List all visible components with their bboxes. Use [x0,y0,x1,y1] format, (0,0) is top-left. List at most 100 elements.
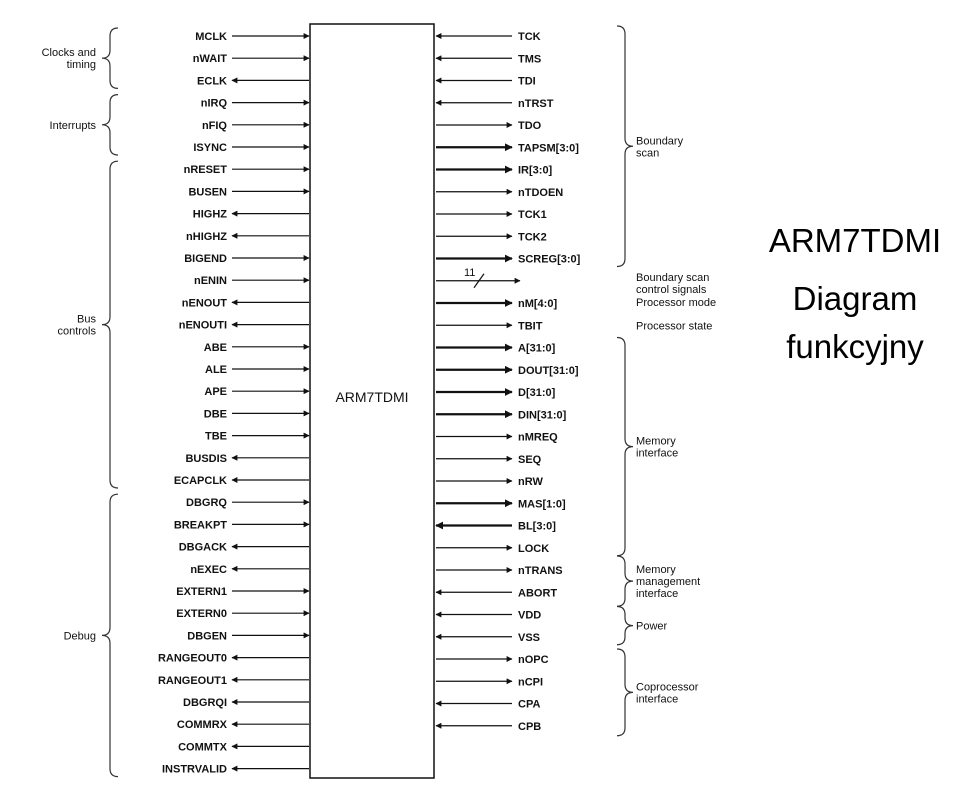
pin-dout-31-0: DOUT[31:0] [518,365,579,377]
pin-eclk: ECLK [197,75,227,87]
pin-nfiq: nFIQ [202,120,227,132]
pin-nwait: nWAIT [193,53,227,65]
pin-tms: TMS [518,53,541,65]
pin-vss: VSS [518,632,540,644]
right-brace-mmu [616,555,634,607]
pin-busen: BUSEN [188,186,227,198]
right-group-mmu-line-2: management [636,576,700,588]
right-group-memory-interface-line-1: Memory [636,436,676,448]
right-group-coprocessor-line-2: interface [636,693,678,705]
pin-rangeout0: RANGEOUT0 [158,653,227,665]
pin-ape: APE [204,386,227,398]
left-group-1-line-1: Clocks and [42,47,96,59]
pin-tck: TCK [518,31,541,43]
pin-ale: ALE [205,364,227,376]
pin-nirq: nIRQ [201,98,228,110]
right-brace-power [616,605,634,646]
left-brace-4 [101,493,119,778]
pin-highz: HIGHZ [193,209,228,221]
right-group-mmu-line-1: Memory [636,564,676,576]
title-line-2: Diagram [793,280,918,317]
left-group-braces: Clocks andtimingInterruptsBuscontrolsDeb… [42,27,119,778]
pin-nreset: nRESET [184,164,228,176]
left-group-3-line-1: Bus [77,314,96,326]
pin-tck2: TCK2 [518,231,547,243]
pin-abort: ABORT [518,587,557,599]
title-line-3: funkcyjny [786,328,924,365]
pin-dbgrqi: DBGRQI [183,697,227,709]
pin-cpb: CPB [518,721,541,733]
pin-nhighz: nHIGHZ [186,231,227,243]
right-group-memory-interface-line-2: interface [636,448,678,460]
right-group-bs-control-line-1: Boundary scan [636,272,709,284]
right-brace-memory-interface [616,336,634,557]
pin-nmreq: nMREQ [518,432,558,444]
pin-nenouti: nENOUTI [179,320,227,332]
pin-nrw: nRW [518,476,543,488]
pin-dbgack: DBGACK [179,542,227,554]
pin-tbit: TBIT [518,320,543,332]
left-group-1-line-2: timing [67,59,96,71]
pin-lock: LOCK [518,543,549,555]
pin-ntrans: nTRANS [518,565,563,577]
pin-nexec: nEXEC [190,564,227,576]
right-group-boundary-scan-line-1: Boundary [636,135,684,147]
pin-ecapclk: ECAPCLK [174,475,227,487]
bus-width-slash [473,273,485,289]
chip-body [309,23,435,779]
right-group-power-line-1: Power [636,621,668,633]
pin-isync: ISYNC [193,142,227,154]
pin-breakpt: BREAKPT [174,519,227,531]
left-brace-3 [101,160,119,489]
pin-tck1: TCK1 [518,209,547,221]
pin-ntdoen: nTDOEN [518,187,563,199]
pin-instrvalid: INSTRVALID [162,764,227,776]
title-line-1: ARM7TDMI [769,222,941,259]
pin-bigend: BIGEND [184,253,227,265]
pin-busdis: BUSDIS [185,453,227,465]
pin-bl-3-0: BL[3:0] [518,521,556,533]
pin-rangeout1: RANGEOUT1 [158,675,227,687]
left-pin-list: MCLK nWAIT ECLK nIRQ nFIQ ISYNC nRESET BUSEN HIG… [158,31,310,776]
pin-screg-3-0: SCREG[3:0] [518,254,581,266]
pin-tdi: TDI [518,76,536,88]
left-group-3-line-2: controls [57,326,96,338]
bus-width-label: 11 [464,267,475,279]
pin-din-31-0: DIN[31:0] [518,409,567,421]
left-brace-2 [101,94,119,156]
right-brace-boundary-scan [616,25,634,268]
pin-seq: SEQ [518,454,542,466]
right-pin-list: TCKTMSTDInTRSTTDOTAPSM[3:0]IR[3:0]nTDOEN… [435,31,581,733]
right-group-processor-mode-line-1: Processor mode [636,297,716,309]
right-group-coprocessor-line-1: Coprocessor [636,681,699,693]
pin-extern1: EXTERN1 [176,586,227,598]
right-group-bs-control-line-2: control signals [636,284,707,296]
pin-d-31-0: D[31:0] [518,387,556,399]
pin-cpa: CPA [518,699,540,711]
pin-dbe: DBE [204,408,227,420]
pin-ir-3-0: IR[3:0] [518,165,553,177]
pin-commrx: COMMRX [177,719,228,731]
pin-tdo: TDO [518,120,542,132]
pin-nenin: nENIN [194,275,227,287]
pin-dbgrq: DBGRQ [186,497,227,509]
right-group-mmu-line-3: interface [636,588,678,600]
pin-commtx: COMMTX [178,741,228,753]
chip-label: ARM7TDMI [335,389,408,405]
pin-nenout: nENOUT [182,297,228,309]
pin-nm-4-0: nM[4:0] [518,298,557,310]
pin-ncpi: nCPI [518,676,543,688]
right-group-processor-state-line-1: Processor state [636,320,712,332]
pin-abe: ABE [204,342,227,354]
pin-vdd: VDD [518,610,541,622]
left-group-4-line-1: Debug [64,630,96,642]
left-group-2-line-1: Interrupts [50,120,97,132]
pin-dbgen: DBGEN [187,630,227,642]
left-brace-1 [101,27,119,89]
pin-ntrst: nTRST [518,98,554,110]
pin-mas-1-0: MAS[1:0] [518,498,566,510]
pin-mclk: MCLK [195,31,227,43]
pin-nopc: nOPC [518,654,549,666]
